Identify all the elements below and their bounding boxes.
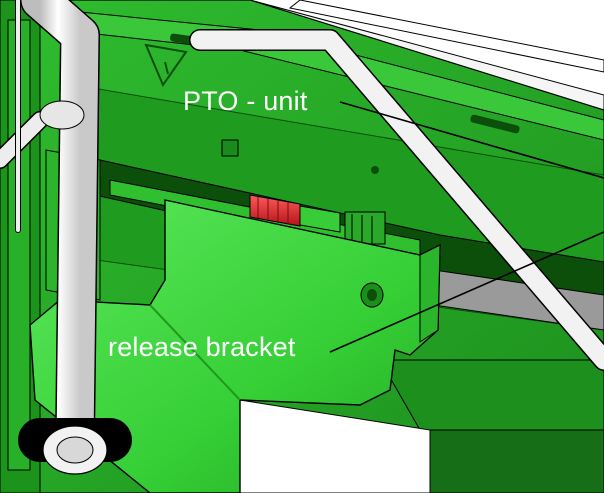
pto-unit-leader-line (339, 101, 604, 179)
release-bracket-label: release bracket (108, 332, 296, 362)
warning-triangle-icon (144, 43, 188, 88)
pto-shaft (109, 179, 421, 256)
release-bracket-leader-line (329, 231, 604, 353)
callout-leaders (329, 101, 604, 353)
pto-unit-label: PTO - unit (183, 86, 308, 116)
rod-end-cap (39, 100, 108, 475)
